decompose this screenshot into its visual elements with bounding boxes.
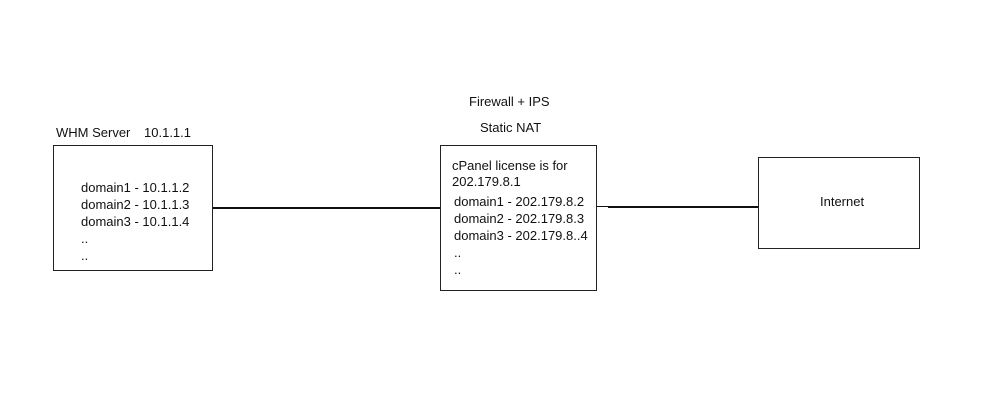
firewall-subtitle: Static NAT [480,120,542,135]
whm-domain-line: domain3 - 10.1.1.4 [81,214,190,229]
whm-domain-line: domain2 - 10.1.1.3 [81,197,190,212]
whm-domain-list: domain1 - 10.1.1.2 domain2 - 10.1.1.3 do… [81,179,189,264]
firewall-nat-line: domain1 - 202.179.8.2 [454,194,585,209]
firewall-nat-list: domain1 - 202.179.8.2 domain2 - 202.179.… [454,193,588,278]
firewall-nat-line: .. [454,245,462,260]
internet-box: Internet [758,157,920,249]
firewall-nat-line: domain2 - 202.179.8.3 [454,211,585,226]
link-firewall-to-internet [608,206,760,208]
whm-server-title: WHM Server 10.1.1.1 [56,125,191,141]
firewall-box: cPanel license is for 202.179.8.1 domain… [440,145,597,291]
link-firewall-stub [597,206,608,207]
firewall-license-line2: 202.179.8.1 [452,174,521,189]
whm-domain-line: .. [81,231,89,246]
firewall-license-line1: cPanel license is for [452,158,568,173]
whm-server-name: WHM Server [56,125,131,140]
whm-domain-line: .. [81,248,89,263]
firewall-title: Firewall + IPS [469,94,550,109]
firewall-nat-line: .. [454,262,462,277]
whm-server-ip: 10.1.1.1 [144,125,192,140]
link-whm-to-firewall [213,207,441,209]
whm-server-box: domain1 - 10.1.1.2 domain2 - 10.1.1.3 do… [53,145,213,271]
internet-label: Internet [820,194,865,209]
whm-domain-line: domain1 - 10.1.1.2 [81,180,190,195]
firewall-nat-line: domain3 - 202.179.8..4 [454,228,588,243]
